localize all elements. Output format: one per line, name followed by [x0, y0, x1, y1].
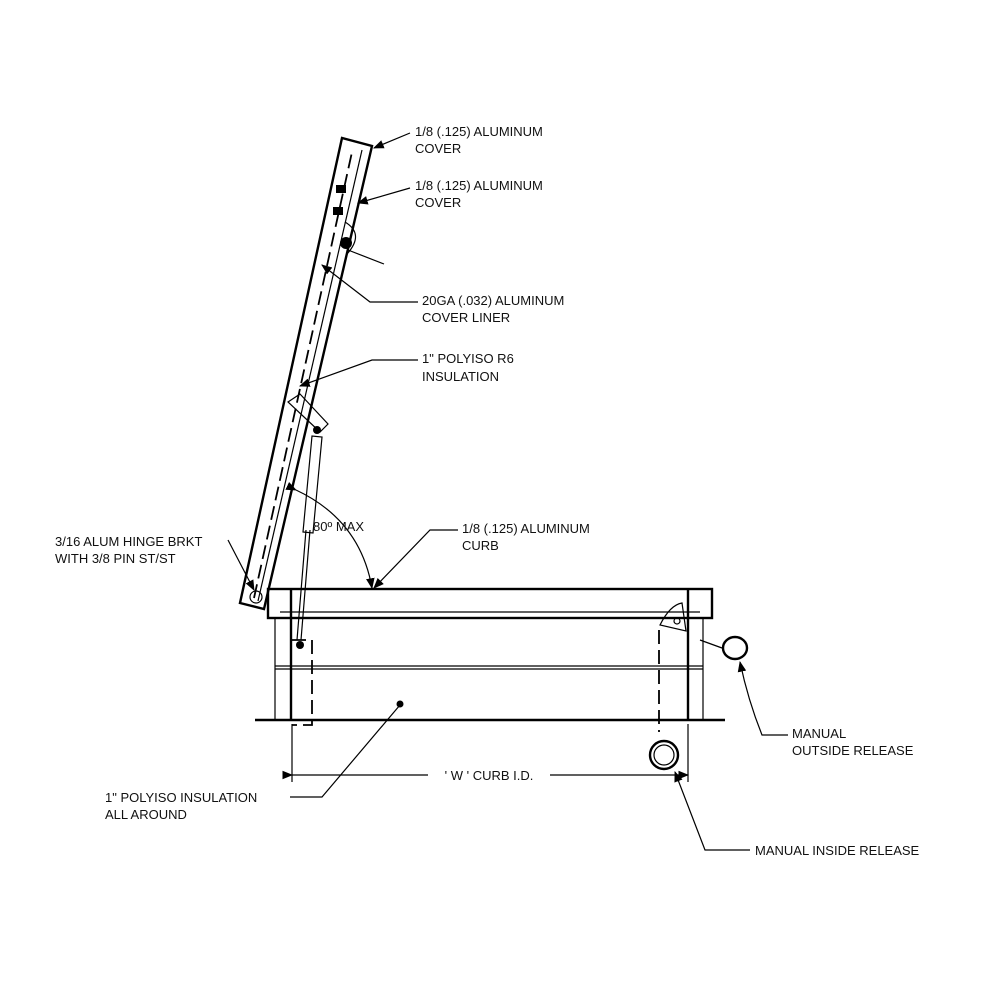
label-cover-liner-1: 20GA (.032) ALUMINUM: [422, 293, 564, 308]
label-cover-insulation-1: 1" POLYISO R6: [422, 351, 514, 366]
label-hinge-2: WITH 3/8 PIN ST/ST: [55, 551, 176, 566]
label-angle: 80º MAX: [313, 519, 364, 534]
label-cover-second-2: COVER: [415, 195, 461, 210]
inside-release-ring: [648, 630, 680, 771]
label-curb-insulation-2: ALL AROUND: [105, 807, 187, 822]
label-hinge-1: 3/16 ALUM HINGE BRKT: [55, 534, 202, 549]
angle-arc: [285, 481, 375, 590]
label-curb-2: CURB: [462, 538, 499, 553]
label-curb-1: 1/8 (.125) ALUMINUM: [462, 521, 590, 536]
label-cover-liner-2: COVER LINER: [422, 310, 510, 325]
label-cover-second-1: 1/8 (.125) ALUMINUM: [415, 178, 543, 193]
dimension-label: ' W ' CURB I.D.: [445, 768, 534, 783]
outside-release-ring: [699, 635, 749, 661]
width-dimension: ' W ' CURB I.D.: [282, 724, 690, 783]
label-cover-top-2: COVER: [415, 141, 461, 156]
label-cover-top-1: 1/8 (.125) ALUMINUM: [415, 124, 543, 139]
label-curb-insulation-1: 1" POLYISO INSULATION: [105, 790, 257, 805]
label-inside-release: MANUAL INSIDE RELEASE: [755, 843, 920, 858]
label-outside-release-2: OUTSIDE RELEASE: [792, 743, 914, 758]
leaders: [227, 132, 788, 851]
label-cover-insulation-2: INSULATION: [422, 369, 499, 384]
curb: [255, 587, 725, 726]
hatch-cover: [238, 136, 385, 611]
label-outside-release-1: MANUAL: [792, 726, 846, 741]
